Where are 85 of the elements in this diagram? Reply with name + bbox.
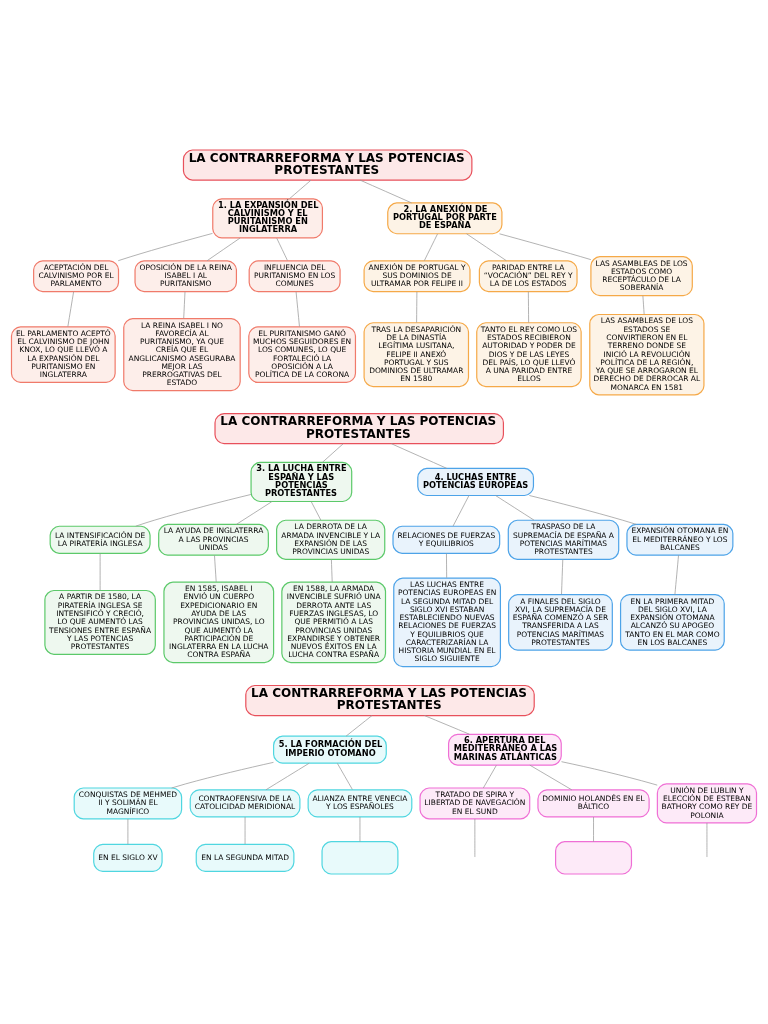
node-box: INFLUENCIA DEL PURITANISMO EN LOS COMUNES: [248, 260, 341, 293]
node-box: [321, 841, 399, 875]
node-box: A PARTIR DE 1580, LA PIRATERÍA INGLESA SE INTENSIFICÓ Y CRECIÓ, LO QUE AUMENTÓ LAS TENSIONES ENTRE ESPAÑA Y LAS POTENCIAS PROTESTANTES: [44, 589, 156, 655]
connector: [642, 295, 645, 315]
node-box: 3. LA LUCHA ENTRE ESPAÑA Y LAS POTENCIAS PROTESTANTES: [250, 461, 353, 503]
connector: [495, 495, 535, 521]
connector: [359, 179, 412, 204]
node-box: LA REINA ISABEL I NO FAVORECÍA AL PURITANISMO, YA QUE CREÍA QUE EL ANGLICANISMO ASEGURABA MEJOR LAS PRERROGATIVAS DEL ESTADO: [123, 318, 241, 392]
node-box: CONTRAOFENSIVA DE LA CATOLICIDAD MERIDIONAL: [189, 789, 301, 818]
connector: [171, 761, 274, 789]
connector: [117, 233, 213, 262]
node-box: TRASPASO DE LA SUPREMACÍA DE ESPAÑA A POTENCIAS MARÍTIMAS PROTESTANTES: [507, 519, 620, 560]
connector: [336, 762, 353, 790]
connector: [331, 558, 333, 583]
connector: [474, 818, 476, 858]
node-box: EL PARLAMENTO ACEPTÓ EL CALVINISMO DE JOHN KNOX, LO QUE LLEVÓ A LA EXPANSIÓN DEL PURITANISMO EN INGLATERRA: [10, 326, 116, 384]
connector: [593, 816, 594, 842]
connector: [482, 764, 497, 789]
node-box: EL PURITANISMO GANÓ MUCHOS SEGUIDORES EN LOS COMUNES, LO QUE FORTALECIÓ LA OPOSICIÓN A LA POLÍTICA DE LA CORONA: [248, 326, 357, 384]
node-box: TRATADO DE SPIRA Y LIBERTAD DE NAVEGACIÓN EN EL SUND: [419, 787, 531, 820]
node-box: 4. LUCHAS ENTRE POTENCIAS EUROPEAS: [417, 467, 535, 497]
node-box: A FINALES DEL SIGLO XVI, LA SUPREMACÍA DE ESPAÑA COMENZÓ A SER TRANSFERIDA A LAS POTENCIAS MARÍTIMAS PROTESTANTES: [508, 594, 613, 651]
node-box: LAS ASAMBLEAS DE LOS ESTADOS COMO RECEPTÁCULO DE LA SOBERANÍA: [590, 256, 693, 297]
connector: [276, 237, 288, 261]
connector: [446, 553, 448, 579]
connector: [183, 291, 186, 319]
node-box: 6. APERTURA DEL MEDITERRÁNEO A LAS MARINAS ATLÁNTICAS: [448, 733, 562, 766]
node-box: 1. LA EXPANSIÓN DEL CALVINISMO Y EL PURITANISMO EN INGLATERRA: [212, 198, 324, 239]
node-box: EN 1588, LA ARMADA INVENCIBLE SUFRIÓ UNA DERROTA ANTE LAS FUERZAS INGLESAS, LO QUE PERMITIÓ A LAS PROVINCIAS UNIDAS EXPANDIRSE Y OBTENER NUEVOS ÉXITOS EN LA LUCHA CONTRA ESPAÑA: [281, 581, 387, 664]
connector: [499, 233, 592, 260]
node-box: EN 1585, ISABEL I ENVIÓ UN CUERPO EXPEDICIONARIO EN AYUDA DE LAS PROVINCIAS UNIDAS, LO QUE AUMENTÓ LA PARTICIPACIÓN DE INGLATERRA EN LA LUCHA CONTRA ESPAÑA: [163, 581, 275, 664]
node-box: LAS LUCHAS ENTRE POTENCIAS EUROPEAS EN LA SEGUNDA MITAD DEL SIGLO XVI ESTABAN ESTABLECIENDO NUEVAS RELACIONES DE FUERZAS Y EQUILIBRIOS QUE CARACTERIZARÍAN LA HISTORIA MUNDIAL EN EL SIGLO SIGUIENTE: [393, 577, 501, 668]
connector: [706, 822, 708, 858]
connector: [295, 291, 300, 328]
connector: [206, 237, 241, 262]
connector: [528, 495, 637, 525]
node-box: RELACIONES DE FUERZAS Y EQUILIBRIOS: [392, 525, 501, 554]
connector: [67, 291, 74, 328]
connector: [244, 816, 246, 845]
connector: [289, 179, 312, 200]
connector: [452, 495, 470, 527]
connector: [236, 501, 273, 525]
node-box: ACEPTACIÓN DEL CALVINISMO POR EL PARLAMENTO: [33, 260, 120, 293]
connector: [345, 715, 373, 737]
connector: [561, 558, 564, 595]
node-box: LAS ASAMBLEAS DE LOS ESTADOS SE CONVIRTIERON EN EL TERRENO DONDE SE INICIÓ LA REVOLUCIÓN POLÍTICA DE LA REGIÓN, YA QUE SE ARROGARON EL DERECHO DE DERROCAR AL MONARCA EN 1581: [589, 313, 705, 396]
node-box: EN LA SEGUNDA MITAD: [195, 843, 295, 872]
connector: [310, 501, 322, 521]
node-box: 2. LA ANEXIÓN DE PORTUGAL POR PARTE DE ESPAÑA: [387, 202, 503, 235]
connector: [390, 443, 448, 469]
node-box: LA DERROTA DE LA ARMADA INVENCIBLE Y LA EXPANSIÓN DE LAS PROVINCIAS UNIDAS: [276, 519, 386, 560]
node-box: EN LA PRIMERA MITAD DEL SIGLO XVI, LA EXPANSIÓN OTOMANA ALCANZÓ SU APOGEO TANTO EN EL MAR COMO EN LOS BALCANES: [619, 594, 725, 651]
node-box: PARIDAD ENTRE LA “VOCACIÓN” DEL REY Y LA DE LOS ESTADOS: [478, 260, 578, 293]
connector: [135, 494, 252, 527]
connector: [674, 554, 679, 595]
connector: [322, 443, 344, 463]
node-box: LA CONTRARREFORMA Y LAS POTENCIAS PROTESTANTES: [182, 149, 473, 181]
connector: [423, 233, 438, 262]
node-box: LA CONTRARREFORMA Y LAS POTENCIAS PROTESTANTES: [245, 684, 535, 717]
node-box: TRAS LA DESAPARICIÓN DE LA DINASTÍA LEGÍTIMA LUSITANA, FELIPE II ANEXÓ PORTUGAL Y SUS DOMINIOS DE ULTRAMAR EN 1580: [363, 322, 470, 388]
node-box: EN EL SIGLO XV: [93, 843, 163, 872]
connector: [466, 233, 507, 262]
connector: [527, 291, 529, 323]
connector: [127, 818, 129, 845]
node-box: [555, 841, 633, 875]
connector: [265, 762, 310, 791]
node-box: EXPANSIÓN OTOMANA EN EL MEDITERRÁNEO Y LOS BALCANES: [626, 523, 734, 556]
node-box: OPOSICIÓN DE LA REINA ISABEL I AL PURITANISMO: [134, 260, 237, 293]
node-box: ALIANZA ENTRE VENECIA Y LOS ESPAÑOLES: [307, 789, 413, 818]
connector: [424, 715, 470, 735]
node-box: LA AYUDA DE INGLATERRA A LAS PROVINCIAS UNIDAS: [158, 523, 269, 556]
connector: [529, 764, 573, 791]
node-box: ANEXIÓN DE PORTUGAL Y SUS DOMINIOS DE ULTRAMAR POR FELIPE II: [363, 260, 471, 293]
node-box: LA INTENSIFICACIÓN DE LA PIRATERÍA INGLESA: [49, 525, 151, 554]
node-box: LA CONTRARREFORMA Y LAS POTENCIAS PROTESTANTES: [214, 413, 504, 445]
node-box: UNIÓN DE LUBLIN Y ELECCIÓN DE ESTEBAN BATHORY COMO REY DE POLONIA: [656, 783, 758, 824]
connector: [359, 816, 361, 842]
connector: [416, 291, 418, 323]
node-box: 5. LA FORMACIÓN DEL IMPERIO OTOMANO: [273, 735, 387, 764]
connector: [214, 554, 217, 583]
node-box: TANTO EL REY COMO LOS ESTADOS RECIBIERON AUTORIDAD Y PODER DE DIOS Y DE LAS LEYES DEL PAÍS, LO QUE LLEVÓ A UNA PARIDAD ENTRE ELLOS: [476, 322, 582, 388]
node-box: CONQUISTAS DE MEHMED II Y SOLIMÁN EL MAGNÍFICO: [73, 787, 183, 820]
connector: [561, 761, 658, 786]
connector: [99, 553, 101, 591]
node-box: DOMINIO HOLANDÉS EN EL BÁLTICO: [537, 789, 650, 818]
